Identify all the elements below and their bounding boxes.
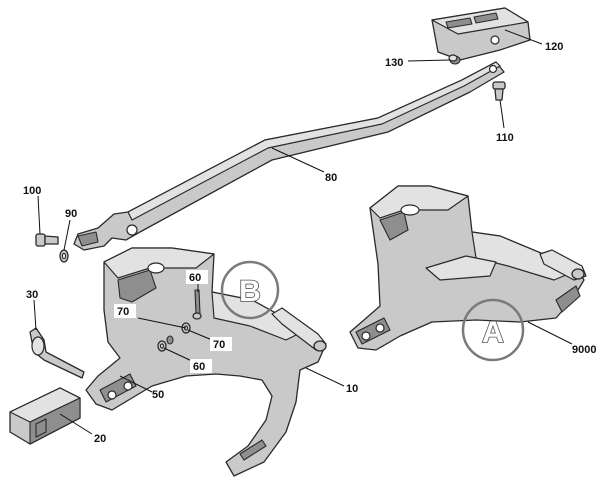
leader-90 <box>63 219 71 251</box>
callout-9000: 9000 <box>572 344 596 356</box>
leader-70-right <box>187 329 213 341</box>
leader-110 <box>499 99 505 129</box>
leader-130 <box>407 59 451 62</box>
part-90-washer <box>59 249 69 263</box>
callout-70-left: 70 <box>117 306 129 318</box>
leader-120 <box>504 29 543 45</box>
callout-120: 120 <box>545 41 563 53</box>
callout-110: 110 <box>496 132 514 144</box>
part-9000-fork-assembly <box>349 185 587 351</box>
leader-80 <box>271 147 325 173</box>
assembly-b-marker: B <box>220 260 280 320</box>
part-110-screw <box>492 81 506 101</box>
part-60-pin-lower <box>166 335 174 345</box>
leader-10 <box>305 367 345 387</box>
callout-60-upper: 60 <box>189 272 201 284</box>
callout-10: 10 <box>346 383 358 395</box>
part-80-link-bar <box>73 61 505 251</box>
callout-80: 80 <box>325 172 337 184</box>
leader-9000 <box>527 321 573 345</box>
callout-60-lower: 60 <box>193 361 205 373</box>
label-bg-60-lower <box>190 359 212 373</box>
leader-lines <box>33 29 573 435</box>
leader-20 <box>59 413 93 435</box>
callout-70-right: 70 <box>213 339 225 351</box>
callout-30: 30 <box>26 289 38 301</box>
part-70-ring-lower <box>157 340 167 352</box>
part-100-bolt <box>35 233 59 247</box>
callout-50: 50 <box>152 389 164 401</box>
assembly-a-letter: A <box>482 316 504 349</box>
assembly-b-letter: B <box>239 275 261 308</box>
label-bg-70-right <box>210 337 232 351</box>
callout-20: 20 <box>94 433 106 445</box>
callout-100: 100 <box>23 185 41 197</box>
callout-90: 90 <box>65 208 77 220</box>
leader-60-lower <box>163 347 195 363</box>
callout-130: 130 <box>385 57 403 69</box>
part-30-lever-pin <box>29 327 85 379</box>
leader-30 <box>33 299 37 331</box>
leader-50 <box>119 375 153 393</box>
leader-70-left <box>137 317 187 329</box>
part-20-slider-block <box>9 387 81 445</box>
part-120-cap <box>431 7 531 61</box>
label-bg-60-upper <box>186 270 208 284</box>
leader-100 <box>37 195 41 235</box>
assembly-a-marker: A <box>461 298 525 362</box>
label-bg-70-left <box>114 304 136 318</box>
